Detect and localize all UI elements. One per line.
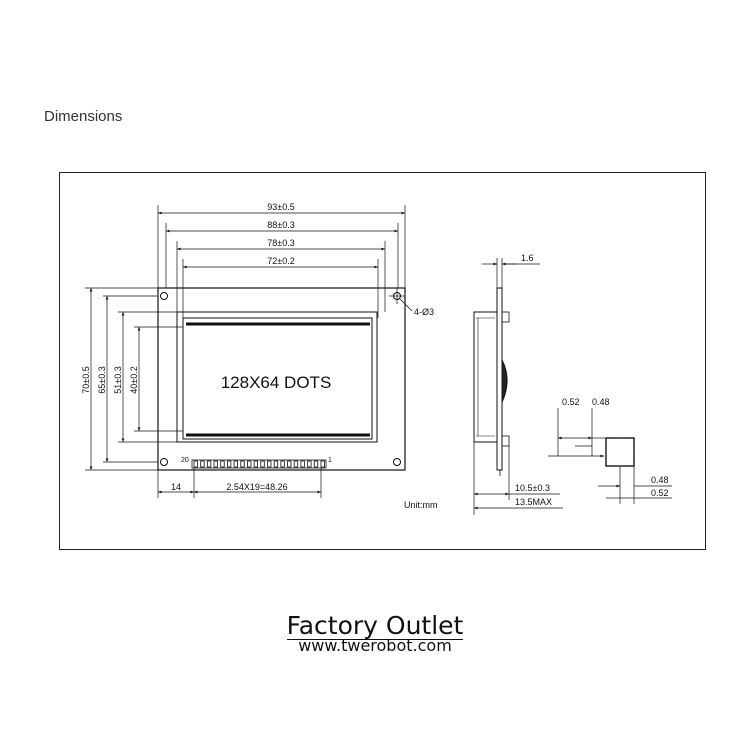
- dim-88: 88±0.3: [267, 220, 294, 230]
- pcb-outline: [157, 287, 406, 471]
- dim-pin-048-right: 0.48: [651, 475, 669, 485]
- page-heading: Dimensions: [44, 108, 123, 125]
- pin-pad: [226, 460, 232, 468]
- dim-65: 65±0.3: [97, 366, 107, 393]
- dim-93: 93±0.5: [267, 202, 294, 212]
- dim-51: 51±0.3: [113, 366, 123, 393]
- dim-pin-048-top: 0.48: [592, 397, 610, 407]
- pin-detail: [548, 408, 672, 504]
- lcd-bezel: [176, 311, 378, 443]
- pin-pad: [213, 460, 218, 468]
- pin-pad: [293, 460, 299, 468]
- mount-hole-tl: [160, 292, 168, 300]
- pin-pad: [307, 460, 312, 468]
- pin-pad: [300, 460, 305, 468]
- pin-pad: [260, 460, 265, 468]
- mount-hole-bl: [160, 458, 168, 466]
- pin-pad: [200, 460, 205, 468]
- pin-pad: [287, 460, 292, 468]
- pin-pad: [280, 460, 285, 468]
- pin-pad: [273, 460, 279, 468]
- dim-pin-052-top: 0.52: [562, 397, 580, 407]
- pin-pad: [320, 460, 325, 468]
- display-resolution-label: 128X64 DOTS: [221, 373, 332, 392]
- side-view: [473, 258, 563, 515]
- pin-pad: [233, 460, 238, 468]
- mount-hole-br: [393, 458, 401, 466]
- dim-side-thickness: 1.6: [521, 253, 534, 263]
- pin-pad: [253, 460, 259, 468]
- pin-pad: [313, 460, 319, 468]
- pin-header: [191, 459, 327, 469]
- hole-label: 4-Ø3: [414, 307, 434, 317]
- footer-title: Factory Outlet: [0, 611, 750, 641]
- dim-pin-offset: 14: [171, 482, 181, 492]
- drawing-frame: [59, 172, 706, 550]
- pin-pad: [267, 460, 272, 468]
- pin-last-label: 1: [328, 457, 332, 464]
- dim-pin-pitch: 2.54X19=48.26: [226, 482, 287, 492]
- footer-title-text: Factory Outlet: [286, 611, 464, 641]
- dim-side-depth: 10.5±0.3: [515, 483, 550, 493]
- pin-first-label: 20: [181, 457, 189, 464]
- footer-url: www.twerobot.com: [298, 636, 452, 655]
- dim-70: 70±0.5: [81, 366, 91, 393]
- dim-side-max: 13.5MAX: [515, 497, 552, 507]
- pin-pad: [247, 460, 252, 468]
- dim-72: 72±0.2: [267, 256, 294, 266]
- pin-pad: [220, 460, 225, 468]
- pin-pad: [193, 460, 198, 468]
- viewing-area: [182, 317, 373, 440]
- pin-pad: [206, 460, 212, 468]
- unit-label: Unit:mm: [404, 500, 438, 510]
- dim-40: 40±0.2: [129, 366, 139, 393]
- dim-78: 78±0.3: [267, 238, 294, 248]
- dim-pin-052-right: 0.52: [651, 488, 669, 498]
- pin-pad: [240, 460, 245, 468]
